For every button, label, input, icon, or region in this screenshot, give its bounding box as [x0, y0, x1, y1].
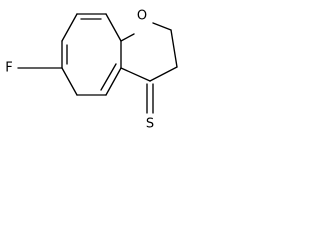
chemical-structure: O F S: [5, 9, 178, 132]
bond-ch2-ch2: [170, 29, 178, 68]
molecule-canvas: O F S: [0, 0, 183, 136]
fluorine-atom-label: F: [5, 61, 12, 76]
bond-ch2-thione-carbon: [149, 66, 178, 82]
bond-ring-fusion: [105, 67, 122, 96]
bond-thione-carbon-aryl: [120, 67, 151, 82]
bond-aryl-oxygen: [120, 33, 135, 42]
bond-oxygen-ch2: [152, 22, 172, 31]
bond-ring-top-left: [61, 13, 78, 42]
bond-ring-lower-left: [61, 67, 78, 96]
aromatic-double-bond-right: [100, 63, 117, 91]
oxygen-atom-label: O: [137, 9, 147, 24]
bond-ring-top-right: [105, 13, 122, 42]
sulfur-atom-label: S: [146, 117, 154, 132]
